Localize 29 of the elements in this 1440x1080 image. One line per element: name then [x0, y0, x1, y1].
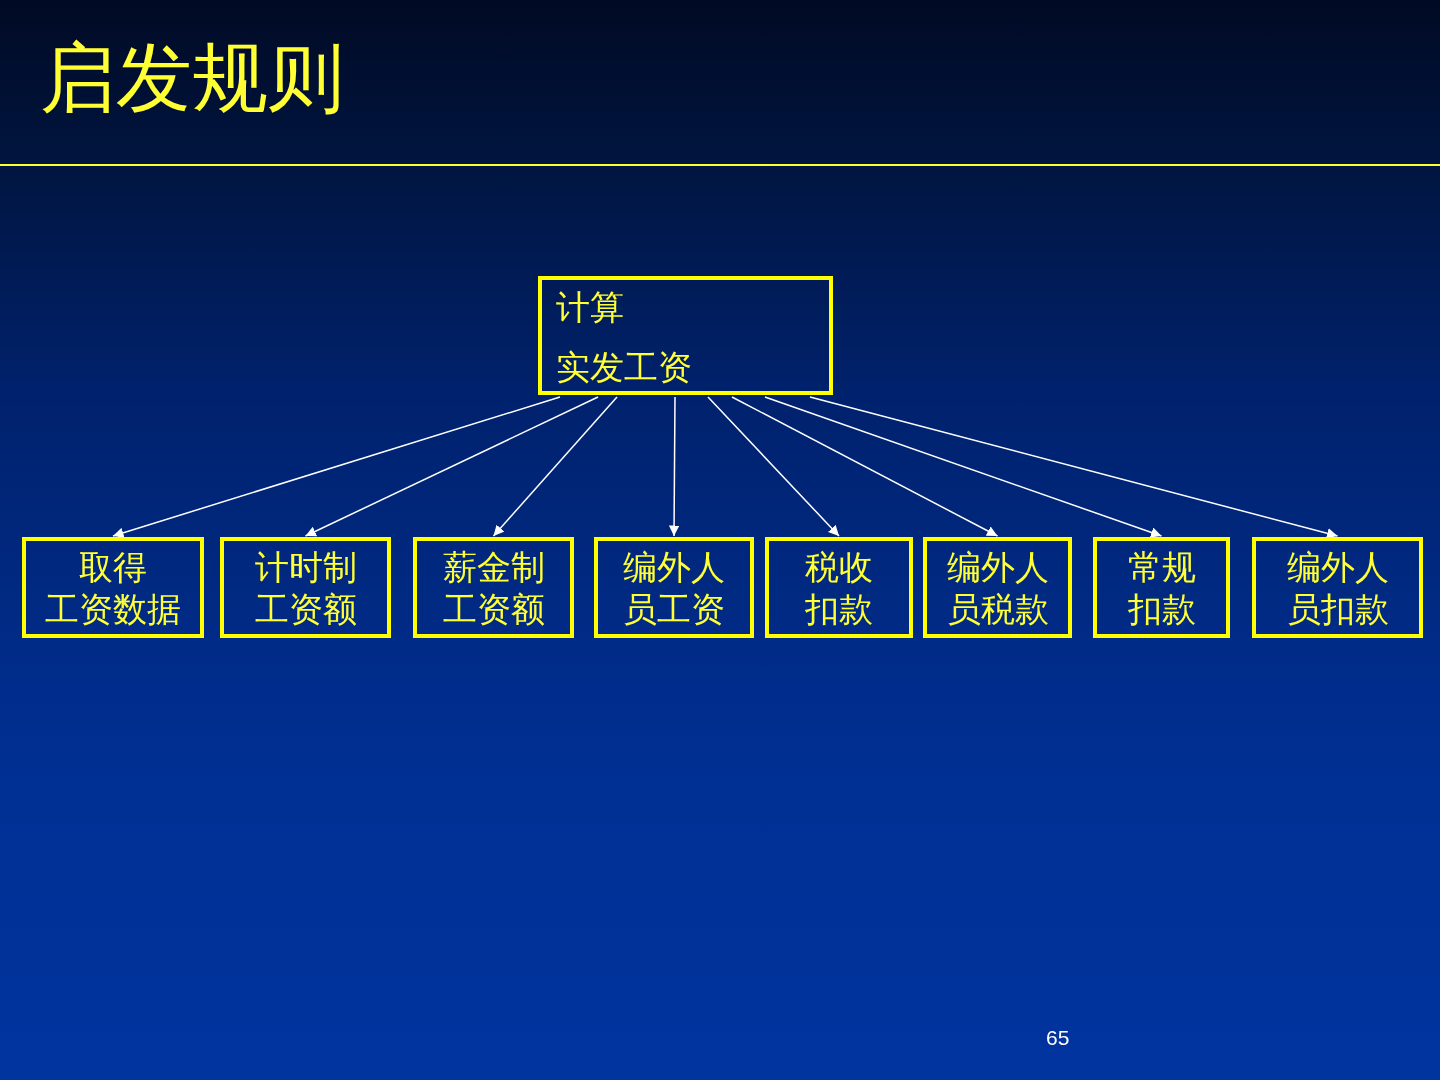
- box-label: 计时制工资额: [253, 545, 358, 630]
- page-number: 65: [1046, 1026, 1070, 1050]
- arrow: [764, 396, 1163, 538]
- box-label: 计算: [556, 286, 625, 328]
- arrow: [304, 396, 599, 537]
- box-label: 编外人员税款: [945, 545, 1050, 630]
- arrow: [809, 396, 1339, 539]
- box-label: 实发工资: [556, 346, 693, 388]
- arrow: [707, 396, 840, 537]
- arrow: [731, 396, 999, 537]
- box-label: 常规扣款: [1126, 545, 1197, 630]
- process-box: [220, 537, 391, 638]
- process-box: [765, 537, 913, 638]
- box-label: 薪金制工资额: [441, 545, 546, 630]
- arrow: [492, 396, 618, 537]
- process-box: [538, 276, 833, 395]
- box-label: 取得工资数据: [44, 545, 182, 630]
- process-box: [594, 537, 754, 638]
- arrow: [668, 396, 680, 537]
- box-label: 编外人员扣款: [1285, 545, 1390, 630]
- slide-title: 启发规则: [40, 32, 344, 124]
- process-box: [413, 537, 574, 638]
- process-box: [22, 537, 204, 638]
- process-box: [1093, 537, 1230, 638]
- process-box: [1252, 537, 1423, 638]
- arrow: [112, 396, 561, 538]
- box-label: 编外人员工资: [622, 545, 726, 630]
- box-label: 税收扣款: [804, 545, 874, 630]
- process-box: [923, 537, 1072, 638]
